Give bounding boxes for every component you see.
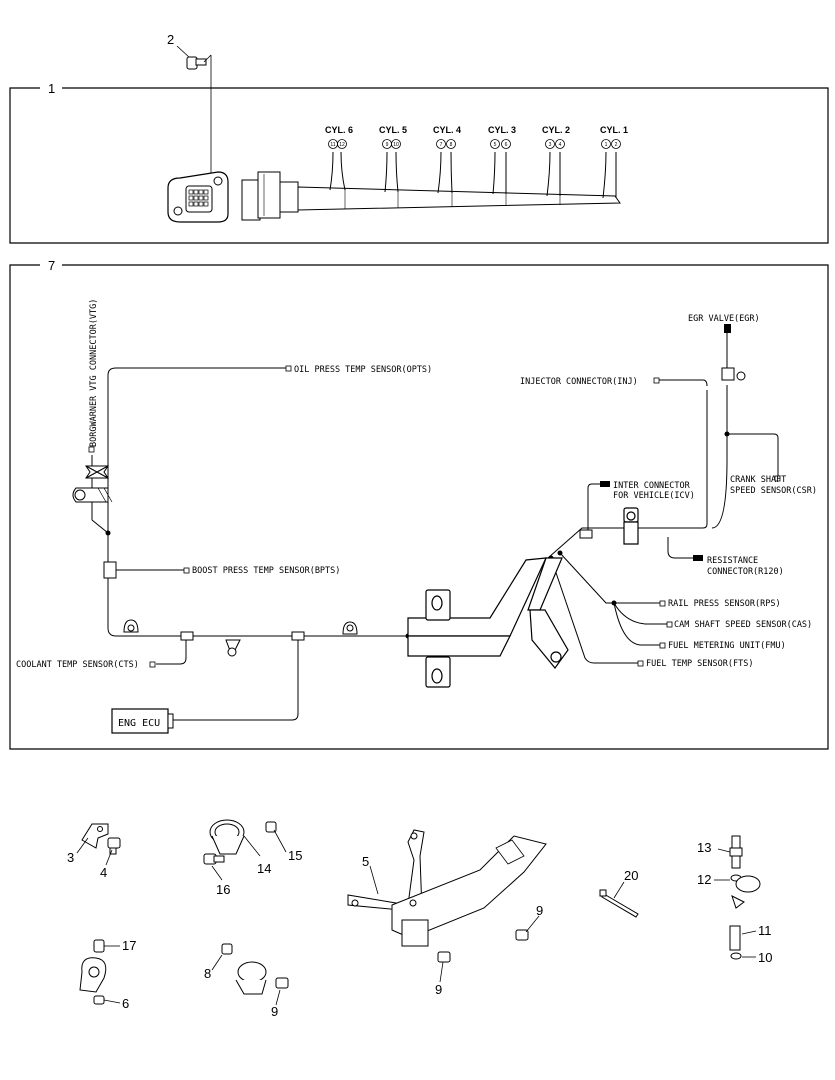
pin-12: 12 [339, 142, 345, 148]
cas-label: CAM SHAFT SPEED SENSOR(CAS) [674, 620, 812, 630]
pin-6: 6 [505, 142, 508, 148]
clip-11-icon [729, 875, 761, 951]
rps-label: RAIL PRESS SENSOR(RPS) [668, 599, 781, 609]
cts-label: COOLANT TEMP SENSOR(CTS) [16, 660, 139, 670]
pin-4: 4 [559, 142, 562, 148]
pin-5: 5 [494, 142, 497, 148]
callout-16: 16 [216, 882, 230, 897]
bpts-label: BOOST PRESS TEMP SENSOR(BPTS) [192, 566, 340, 576]
callout-6: 6 [122, 996, 129, 1011]
bolt-4-icon [107, 837, 121, 855]
callout-9-a: 9 [536, 903, 543, 918]
fts-label: FUEL TEMP SENSOR(FTS) [646, 659, 753, 669]
loose-parts-group [79, 819, 761, 1005]
stud-13-icon [729, 835, 743, 869]
callout-8: 8 [204, 966, 211, 981]
r120-label-line2: CONNECTOR(R120) [707, 567, 784, 577]
icv-label-line2: FOR VEHICLE(ICV) [613, 491, 695, 501]
eng-ecu-box [111, 708, 174, 734]
fmu-label: FUEL METERING UNIT(FMU) [668, 641, 786, 651]
bracket-5-icon [347, 829, 547, 947]
washer-10-icon [730, 952, 742, 960]
callout-20: 20 [624, 868, 638, 883]
bolt-16-icon [203, 853, 225, 865]
pin-9: 9 [386, 142, 389, 148]
callout-7: 7 [48, 258, 55, 273]
icv-label-line1: INTER CONNECTOR [613, 481, 691, 491]
bolt-9-icon [275, 929, 529, 989]
pin-10: 10 [393, 142, 399, 148]
callout-3: 3 [67, 850, 74, 865]
r120-label-line1: RESISTANCE [707, 556, 758, 566]
pin-11: 11 [330, 142, 335, 148]
pin-7: 7 [440, 142, 443, 148]
nut-15-icon [265, 821, 277, 833]
opts-label: OIL PRESS TEMP SENSOR(OPTS) [294, 365, 432, 375]
callout-1: 1 [48, 81, 55, 96]
injector-harness-group: 1 2 [9, 32, 829, 244]
callout-9-b: 9 [435, 982, 442, 997]
harness-flange-connector [167, 171, 229, 223]
cyl-1-label: CYL. 1 [600, 125, 628, 135]
cyl-5-label: CYL. 5 [379, 125, 407, 135]
inj-label: INJECTOR CONNECTOR(INJ) [520, 377, 638, 387]
callout-2: 2 [167, 32, 174, 47]
eng-ecu-label: ENG ECU [118, 718, 160, 729]
callout-14: 14 [257, 861, 271, 876]
cable-tie-20-icon [599, 889, 639, 918]
callout-11: 11 [758, 923, 772, 938]
pin-3: 3 [549, 142, 552, 148]
clip-17-icon [79, 939, 107, 1005]
cyl-2-label: CYL. 2 [542, 125, 570, 135]
cyl-6-label: CYL. 6 [325, 125, 353, 135]
egr-label: EGR VALVE(EGR) [688, 314, 760, 324]
callout-12: 12 [697, 872, 711, 887]
cyl-3-label: CYL. 3 [488, 125, 516, 135]
injector-harness [241, 151, 621, 221]
pin-8: 8 [450, 142, 453, 148]
harness-bracket [407, 507, 639, 688]
callout-17: 17 [122, 938, 136, 953]
engine-harness-group: 7 [9, 258, 829, 750]
csr-label-line2: SPEED SENSOR(CSR) [730, 486, 817, 496]
callout-5: 5 [362, 854, 369, 869]
bolt-2-icon [186, 56, 207, 70]
pin-1: 1 [605, 142, 608, 148]
harness-clips [72, 367, 746, 657]
callout-4: 4 [100, 865, 107, 880]
callout-9-c: 9 [271, 1004, 278, 1019]
callout-15: 15 [288, 848, 302, 863]
vtg-label: BORGWARNER VTG CONNECTOR(VTG) [89, 299, 99, 447]
callout-10: 10 [758, 950, 772, 965]
clip-3-icon [81, 823, 109, 849]
clamp-8-icon [221, 943, 267, 995]
csr-label-line1: CRANK SHAFT [730, 475, 786, 485]
pin-2: 2 [615, 142, 618, 148]
cyl-4-label: CYL. 4 [433, 125, 461, 135]
callout-13: 13 [697, 840, 711, 855]
clamp-14-icon [209, 819, 245, 855]
